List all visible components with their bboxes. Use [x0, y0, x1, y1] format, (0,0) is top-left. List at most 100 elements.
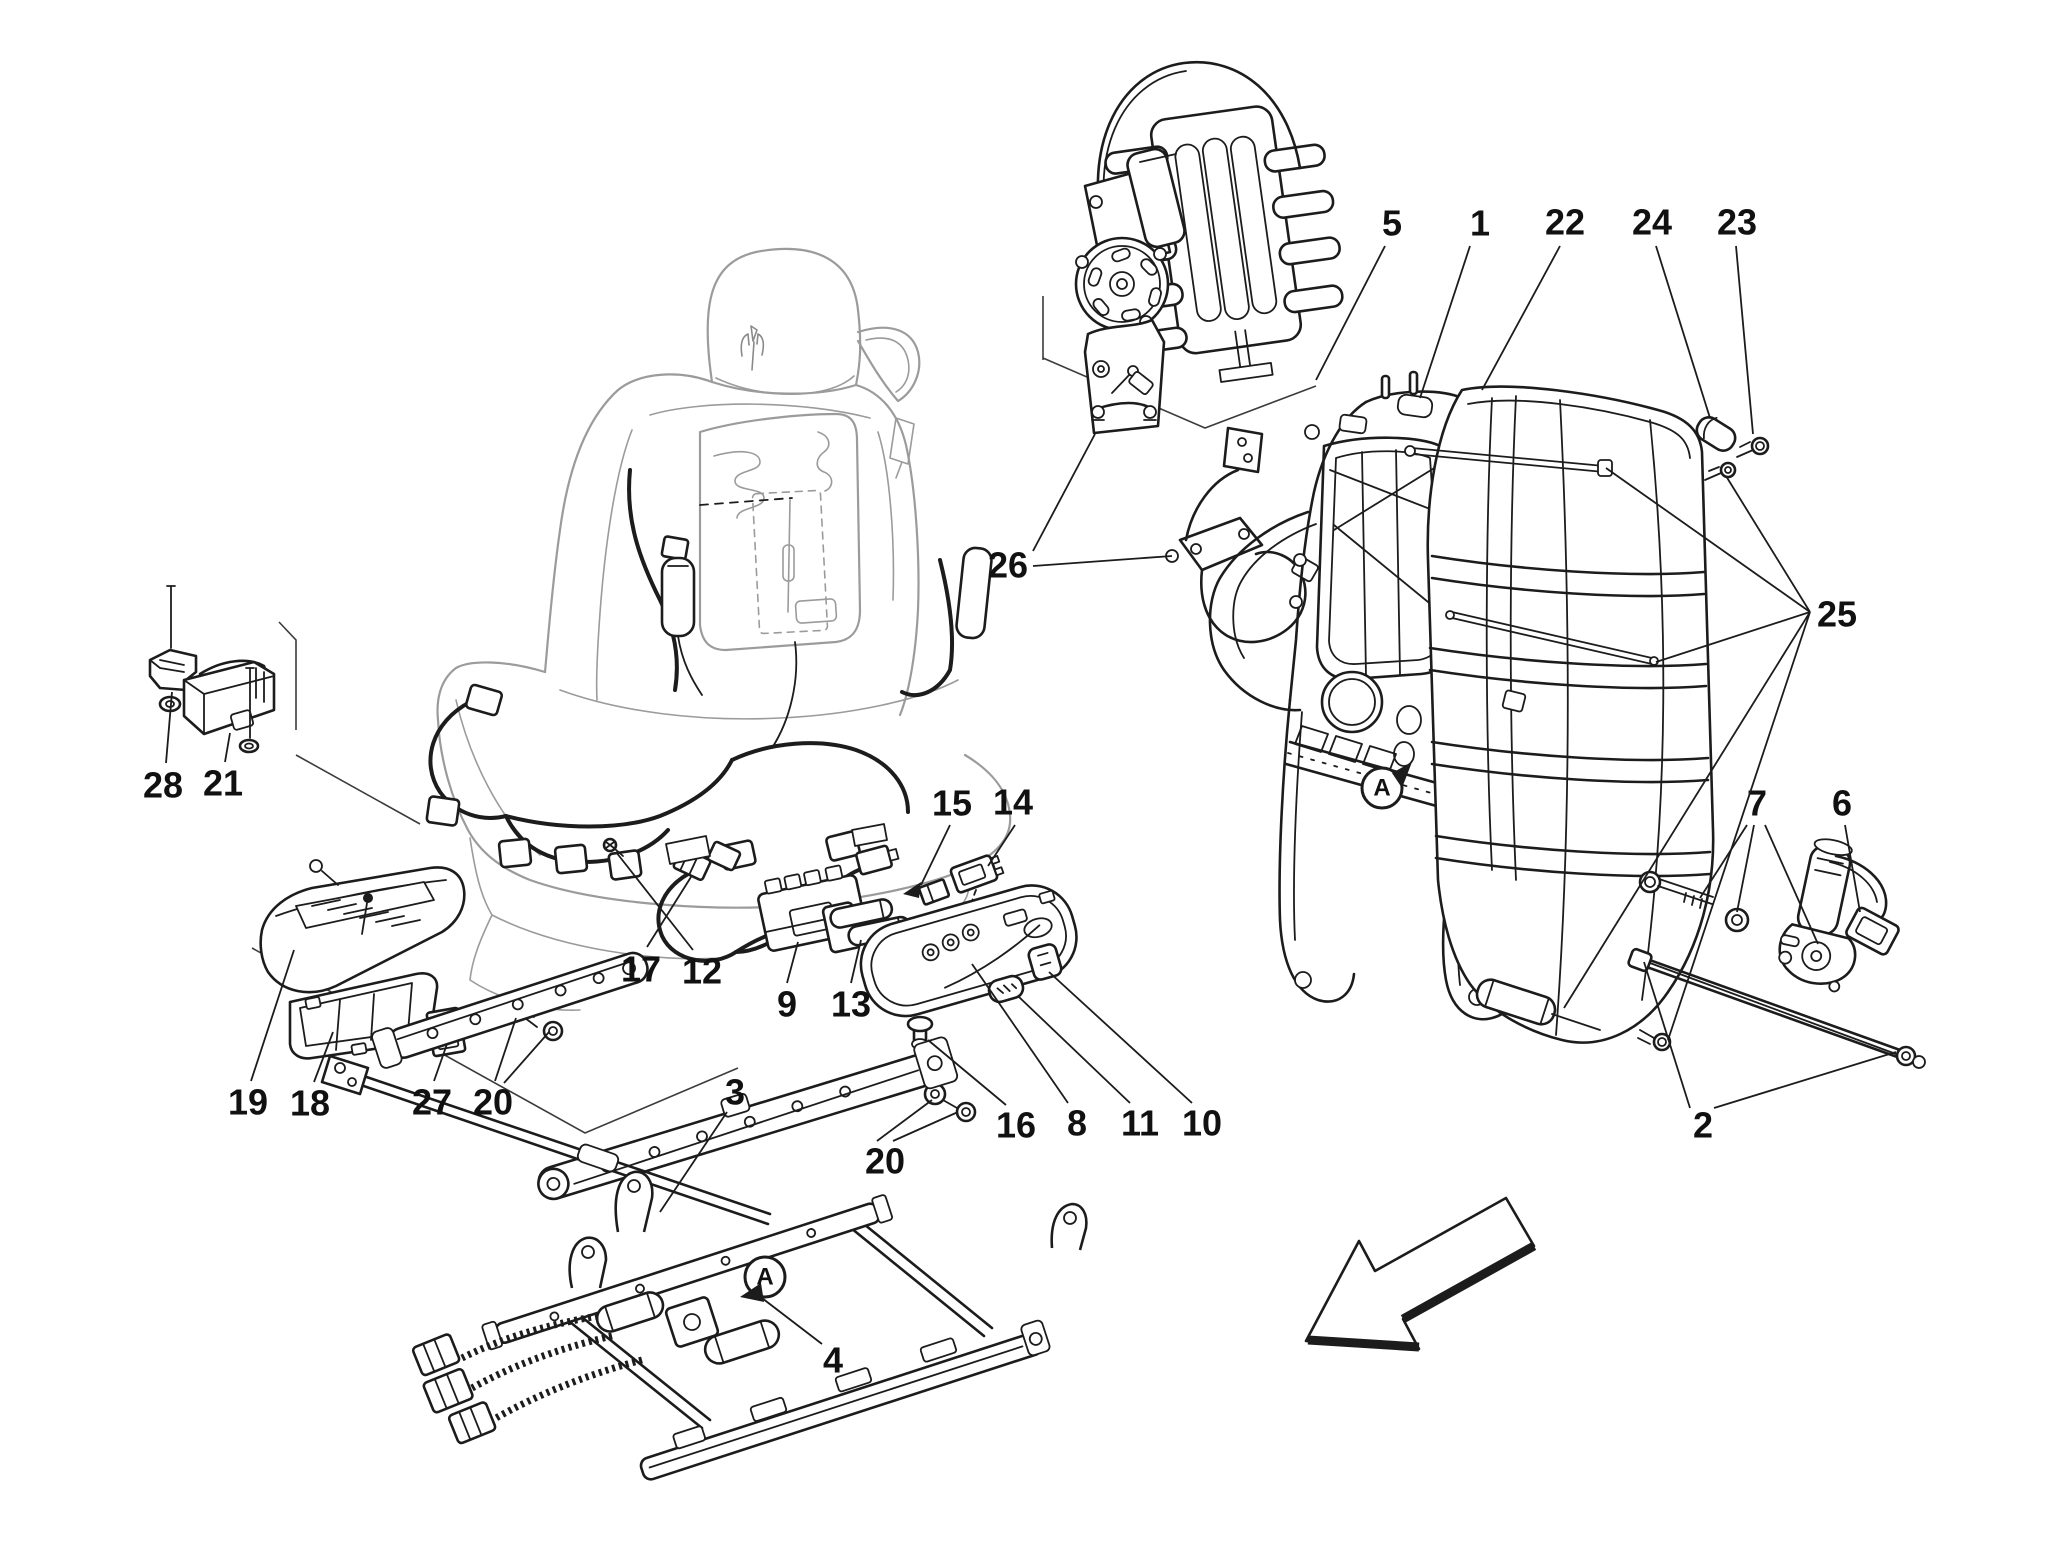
callout-25: 25	[1563, 467, 1857, 1041]
callout-21: 21	[203, 732, 243, 804]
marker-letter: A	[756, 1264, 773, 1291]
leader-line	[786, 941, 799, 984]
part-number-label: 3	[725, 1072, 745, 1113]
headrest-guide-clip-art	[1695, 416, 1737, 452]
leader-line	[987, 824, 1016, 867]
leader-line	[433, 1043, 448, 1082]
leader-line	[1481, 245, 1561, 391]
leader-line	[646, 876, 692, 948]
part-number-label: 8	[1067, 1103, 1087, 1144]
callout-1: 1	[1419, 203, 1490, 399]
view-marker-A: A	[740, 1255, 787, 1302]
leader-line	[1667, 611, 1811, 1041]
leader-line	[659, 1111, 728, 1213]
leader-line	[1655, 611, 1811, 663]
seat-wiring-harness-art	[425, 468, 993, 881]
leader-line	[615, 851, 694, 951]
part-number-label: 27	[412, 1082, 452, 1123]
marker-arrowhead	[740, 1283, 764, 1302]
part-number-label: 12	[682, 951, 722, 992]
leader-line	[1736, 824, 1755, 913]
seat-base-frame-art	[411, 1170, 1088, 1481]
leader-line	[165, 691, 173, 764]
leader-line	[503, 1031, 550, 1084]
leader-line	[494, 1017, 517, 1082]
callout-27: 27	[412, 1043, 452, 1123]
leader-line	[1844, 824, 1861, 913]
part-number-label: 7	[1747, 783, 1767, 824]
callout-11: 11	[1018, 996, 1159, 1144]
callout-26: 26	[988, 433, 1173, 586]
screw-25-art	[1704, 461, 1737, 481]
marker-arrowhead	[1392, 762, 1412, 788]
callout-10: 10	[1048, 971, 1222, 1144]
part-number-label: 10	[1182, 1103, 1222, 1144]
leader-line	[1563, 611, 1811, 1009]
fastener-kit-art	[1083, 318, 1319, 644]
callout-14: 14	[987, 782, 1033, 867]
leader-line	[1643, 961, 1691, 1109]
callout-28: 28	[143, 691, 183, 806]
callout-24: 24	[1632, 202, 1711, 419]
part-number-label: 23	[1717, 202, 1757, 243]
callout-17: 17	[621, 876, 692, 990]
screw-12-art	[602, 837, 624, 857]
callout-23: 23	[1717, 202, 1757, 435]
lumbar-assembly-art	[1074, 60, 1344, 383]
seat-riser-art	[320, 951, 959, 1226]
part-number-label: 6	[1832, 783, 1852, 824]
leader-line	[1032, 433, 1096, 552]
part-number-label: 20	[473, 1082, 513, 1123]
leader-line	[1713, 1051, 1897, 1109]
leader-line	[1605, 467, 1811, 613]
clip-15-art	[903, 878, 951, 906]
part-number-label: 4	[823, 1340, 843, 1381]
callout-5: 5	[1315, 203, 1402, 381]
ecu-bracket-art	[148, 585, 276, 754]
part-number-label: 11	[1121, 1103, 1159, 1144]
knob-10-art	[1027, 943, 1063, 981]
leader-line	[1032, 555, 1173, 567]
callout-20: 20	[865, 1099, 959, 1182]
side-panel-8-art	[859, 884, 1078, 1018]
knob-11-art	[987, 974, 1025, 1004]
leader-line	[1018, 996, 1131, 1104]
backrest-panel-art	[1404, 385, 1770, 1052]
part-number-label: 13	[831, 984, 871, 1025]
callout-18: 18	[290, 1031, 334, 1124]
callout-12: 12	[615, 851, 722, 992]
leader-line	[250, 949, 295, 1082]
part-number-label: 17	[621, 949, 661, 990]
part-number-label: 19	[228, 1082, 268, 1123]
leader-line	[1764, 824, 1819, 945]
leader-line	[1655, 245, 1711, 419]
callout-20: 20	[473, 1017, 550, 1123]
part-number-label: 5	[1382, 203, 1402, 244]
part-number-label: 25	[1817, 594, 1857, 635]
callout-4: 4	[757, 1294, 843, 1381]
leader-line	[920, 824, 951, 886]
view-marker-A: A	[1360, 762, 1412, 810]
leader-line	[1725, 475, 1811, 613]
leader-line	[224, 732, 231, 763]
part-number-label: 16	[996, 1105, 1036, 1146]
leader-line	[892, 1111, 959, 1142]
leader-line	[1048, 971, 1193, 1104]
part-number-label: 28	[143, 765, 183, 806]
callout-6: 6	[1832, 783, 1861, 913]
part-number-label: 2	[1693, 1105, 1713, 1146]
leader-line	[971, 963, 1069, 1104]
leader-line	[1735, 245, 1754, 435]
part-number-label: 24	[1632, 202, 1672, 243]
direction-arrow	[1304, 1196, 1537, 1352]
leader-line	[1315, 245, 1386, 381]
callout-3: 3	[659, 1072, 745, 1213]
connector-14-art	[949, 854, 1005, 894]
leader-line	[850, 939, 862, 984]
part-number-label: 15	[932, 783, 972, 824]
switch-panel-art	[602, 823, 1078, 1123]
part-number-label: 18	[290, 1083, 330, 1124]
callout-7: 7	[1699, 783, 1819, 945]
